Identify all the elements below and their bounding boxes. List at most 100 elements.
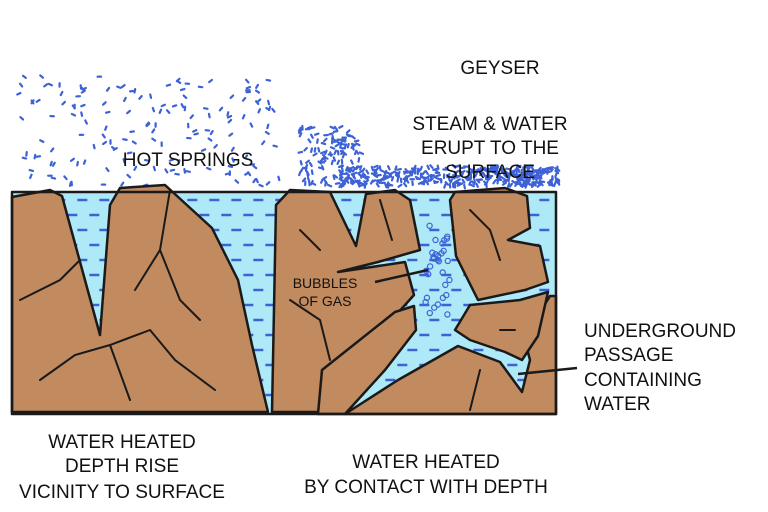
label-contact-1: WATER HEATED (352, 452, 499, 473)
spray-dot (21, 74, 27, 79)
spray-dot (353, 139, 360, 143)
spray-dot (463, 183, 467, 190)
spray-dot (470, 180, 476, 186)
spray-dot (308, 161, 313, 168)
spray-dot (43, 83, 49, 88)
spray-dot (213, 144, 218, 149)
spray-dot (370, 172, 377, 176)
spray-dot (449, 178, 454, 184)
spray-dot (122, 96, 127, 103)
spray-dot (165, 83, 172, 87)
label-passage-1: UNDERGROUND (584, 321, 736, 342)
spray-dot (494, 165, 500, 171)
spray-dot (446, 173, 451, 179)
spray-dot (492, 179, 497, 185)
spray-dot (340, 149, 344, 156)
spray-dot (241, 96, 247, 102)
spray-dot (456, 181, 460, 187)
spray-dot (332, 156, 337, 162)
spray-dot (228, 132, 234, 137)
gas-bubble (444, 257, 451, 265)
spray-dot (61, 100, 67, 106)
spray-dot (536, 183, 542, 188)
spray-dot (227, 118, 233, 124)
spray-dot (460, 171, 465, 177)
spray-dot (68, 181, 72, 187)
spray-dot (105, 86, 111, 92)
spray-dot (299, 160, 303, 166)
spray-dot (502, 171, 506, 177)
spray-dot (317, 160, 323, 165)
spray-dot (264, 130, 270, 136)
spray-dot (102, 101, 107, 106)
spray-dot (30, 99, 35, 105)
spray-dot (475, 182, 479, 188)
spray-dot (33, 153, 37, 160)
spray-dot (397, 183, 403, 188)
spray-dot (226, 111, 230, 117)
gas-bubble (423, 294, 431, 302)
spray-dot (351, 143, 357, 149)
spray-dot (444, 181, 450, 186)
spray-dot (92, 143, 96, 150)
spray-dot (537, 174, 543, 180)
spray-dot (105, 167, 110, 173)
spray-dot (231, 157, 235, 163)
spray-dot (457, 169, 463, 174)
spray-dot (164, 168, 169, 174)
spray-dot (383, 174, 389, 180)
spray-dot (405, 174, 411, 179)
spray-dot (307, 176, 311, 183)
spray-dot (514, 181, 518, 187)
spray-dot (272, 144, 279, 148)
spray-dot (120, 181, 125, 187)
spray-dot (323, 156, 329, 160)
spray-dot (357, 179, 361, 185)
spray-dot (326, 183, 333, 188)
spray-dot (245, 78, 250, 84)
spray-dot (320, 178, 324, 184)
spray-dot (271, 107, 276, 113)
spray-dot (80, 89, 86, 94)
spray-dot (122, 158, 126, 164)
spray-dot (364, 175, 370, 179)
spray-dot (360, 173, 364, 179)
spray-dot (363, 183, 367, 189)
spray-dot (424, 170, 429, 176)
spray-dot (403, 170, 409, 175)
spray-dot (226, 114, 233, 119)
spray-dot (333, 125, 339, 131)
spray-dot (104, 125, 108, 131)
spray-dot (435, 173, 442, 178)
spray-dot (518, 182, 524, 187)
spray-dot (321, 164, 325, 171)
spray-dot (528, 176, 532, 183)
spray-dot (102, 140, 108, 146)
spray-dot (425, 179, 430, 186)
spray-dot (432, 167, 438, 172)
spray-dot (35, 155, 42, 158)
spray-dot (485, 175, 491, 181)
spray-dot (510, 169, 516, 173)
spray-dot (247, 171, 252, 177)
label-contact-2: BY CONTACT WITH DEPTH (304, 477, 548, 498)
spray-dot (304, 166, 308, 173)
spray-dot (504, 170, 510, 175)
spray-dot (531, 173, 537, 179)
spray-dot (126, 173, 132, 179)
spray-dot (387, 183, 394, 187)
spray-dot (344, 175, 350, 180)
spray-dot (346, 134, 353, 138)
spray-dot (527, 169, 532, 175)
spray-dot (426, 176, 430, 182)
spray-dot (21, 156, 28, 160)
spray-dot (261, 140, 266, 146)
gas-bubble (426, 309, 433, 317)
spray-dot (338, 125, 344, 129)
spray-dot (554, 176, 558, 182)
spray-dot (267, 99, 271, 106)
spray-dot (454, 164, 461, 168)
spray-dot (314, 132, 320, 136)
spray-dot (419, 165, 423, 172)
spray-dot (120, 84, 126, 89)
